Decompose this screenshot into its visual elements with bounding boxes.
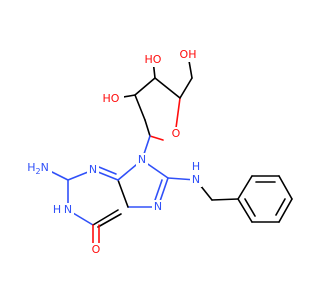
atom-oh-left: HO (103, 92, 120, 105)
atom-carbonyl-oxygen: O (92, 243, 101, 256)
bond-o-c1 (149, 135, 164, 141)
bond-c5-o (175, 97, 181, 129)
bond-ph-1-2 (237, 175, 253, 200)
bond-c2-c3 (134, 94, 146, 121)
atom-n1: N (64, 203, 72, 216)
bond-c8-n7-double (153, 179, 163, 204)
molecule-structure: HO HO OH O N N H2N N H O N N H (27, 48, 293, 256)
bond-ph-inner-b (275, 198, 286, 216)
atom-nh2: H2N (27, 161, 49, 176)
atom-amine-hydrogen: H (192, 160, 200, 173)
bond-c5-c4 (117, 179, 129, 208)
atom-n9: N (138, 153, 146, 166)
bond-c6-c5 (92, 209, 119, 226)
bond-c4-c5 (154, 77, 181, 99)
bond-c5-ch2 (179, 77, 193, 99)
bond-ph-inner-c (244, 198, 256, 217)
molecule-canvas: HO HO OH O N N H2N N H O N N H (27, 48, 293, 256)
bond-ph-3-4 (278, 175, 293, 200)
bond-ph-4-5 (278, 198, 293, 223)
atom-oh-right: OH (180, 48, 197, 61)
bond-ch2-phenyl (211, 198, 239, 201)
atom-ring-oxygen: O (172, 127, 181, 140)
atom-amine-n: N (192, 173, 200, 186)
bond-c6-c5-double (97, 213, 122, 228)
atom-n1-hydrogen: H (53, 203, 61, 216)
bond-ph-6-1 (237, 198, 253, 223)
atom-oh-top: HO (145, 53, 162, 66)
ribose-ring (134, 77, 181, 141)
phenyl-ring (237, 175, 293, 223)
atom-n3: N (89, 163, 97, 176)
bond-c3-c4 (134, 77, 156, 96)
bond-c1-c2 (144, 119, 151, 137)
atom-n7: N (154, 200, 162, 213)
